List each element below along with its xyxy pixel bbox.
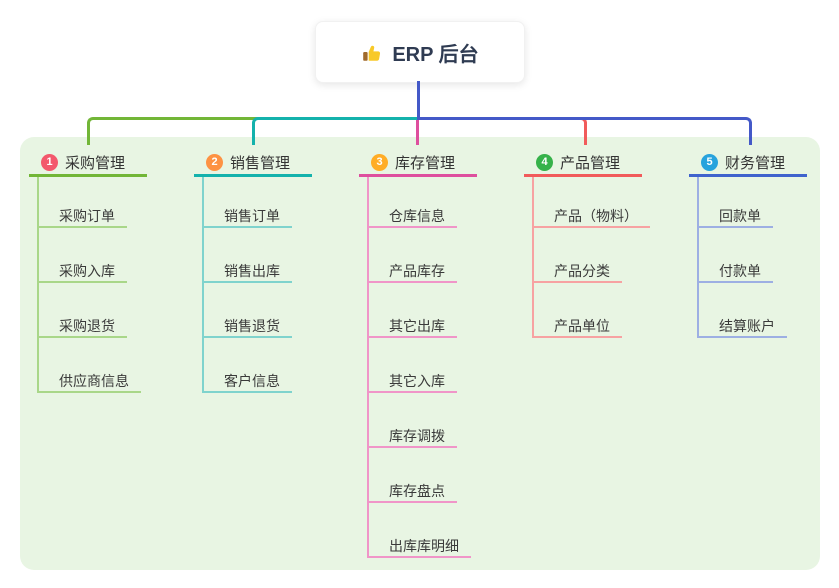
branch-children-group: 销售订单销售出库销售退货客户信息 [202, 177, 292, 393]
connector-branch-3 [416, 120, 419, 145]
child-node[interactable]: 产品分类 [534, 228, 622, 283]
branch-node-4[interactable]: 4 产品管理 [524, 150, 642, 177]
root-stem-line [417, 81, 420, 120]
child-node[interactable]: 其它出库 [369, 283, 457, 338]
child-node[interactable]: 销售订单 [204, 177, 292, 228]
branch-children-group: 仓库信息产品库存其它出库其它入库库存调拨库存盘点出库库明细 [367, 177, 471, 558]
branch-node-1[interactable]: 1 采购管理 [29, 150, 147, 177]
root-node[interactable]: ERP 后台 [315, 21, 525, 83]
child-node[interactable]: 付款单 [699, 228, 773, 283]
child-node[interactable]: 其它入库 [369, 338, 457, 393]
child-node[interactable]: 采购入库 [39, 228, 127, 283]
branch-label: 库存管理 [395, 154, 456, 172]
branch-children-group: 产品（物料）产品分类产品单位 [532, 177, 650, 338]
child-node[interactable]: 库存调拨 [369, 393, 457, 448]
child-node[interactable]: 销售退货 [204, 283, 292, 338]
child-node[interactable]: 回款单 [699, 177, 773, 228]
child-node[interactable]: 产品单位 [534, 283, 622, 338]
branch-children-group: 回款单付款单结算账户 [697, 177, 787, 338]
branch-children-group: 采购订单采购入库采购退货供应商信息 [37, 177, 141, 393]
branch-number-badge: 3 [371, 153, 388, 171]
branch-label: 财务管理 [725, 154, 786, 172]
child-node[interactable]: 库存盘点 [369, 448, 457, 503]
branch-node-5[interactable]: 5 财务管理 [689, 150, 807, 177]
branch-number-badge: 1 [41, 153, 58, 171]
branch-number-badge: 5 [701, 153, 718, 171]
branch-label: 采购管理 [65, 154, 126, 172]
child-node[interactable]: 采购退货 [39, 283, 127, 338]
connector-branch-5 [417, 117, 752, 145]
connector-branch-2 [252, 117, 421, 145]
branch-node-2[interactable]: 2 销售管理 [194, 150, 312, 177]
child-node[interactable]: 采购订单 [39, 177, 127, 228]
child-node[interactable]: 出库库明细 [369, 503, 471, 558]
child-node[interactable]: 客户信息 [204, 338, 292, 393]
thumbs-up-icon [363, 45, 381, 61]
branch-number-badge: 2 [206, 153, 223, 171]
branches-panel [20, 137, 820, 570]
branch-label: 产品管理 [560, 154, 621, 172]
child-node[interactable]: 结算账户 [699, 283, 787, 338]
child-node[interactable]: 产品库存 [369, 228, 457, 283]
child-node[interactable]: 销售出库 [204, 228, 292, 283]
branch-label: 销售管理 [230, 154, 291, 172]
root-title: ERP 后台 [392, 43, 479, 66]
child-node[interactable]: 供应商信息 [39, 338, 141, 393]
branch-number-badge: 4 [536, 153, 553, 171]
child-node[interactable]: 仓库信息 [369, 177, 457, 228]
child-node[interactable]: 产品（物料） [534, 177, 650, 228]
branch-node-3[interactable]: 3 库存管理 [359, 150, 477, 177]
